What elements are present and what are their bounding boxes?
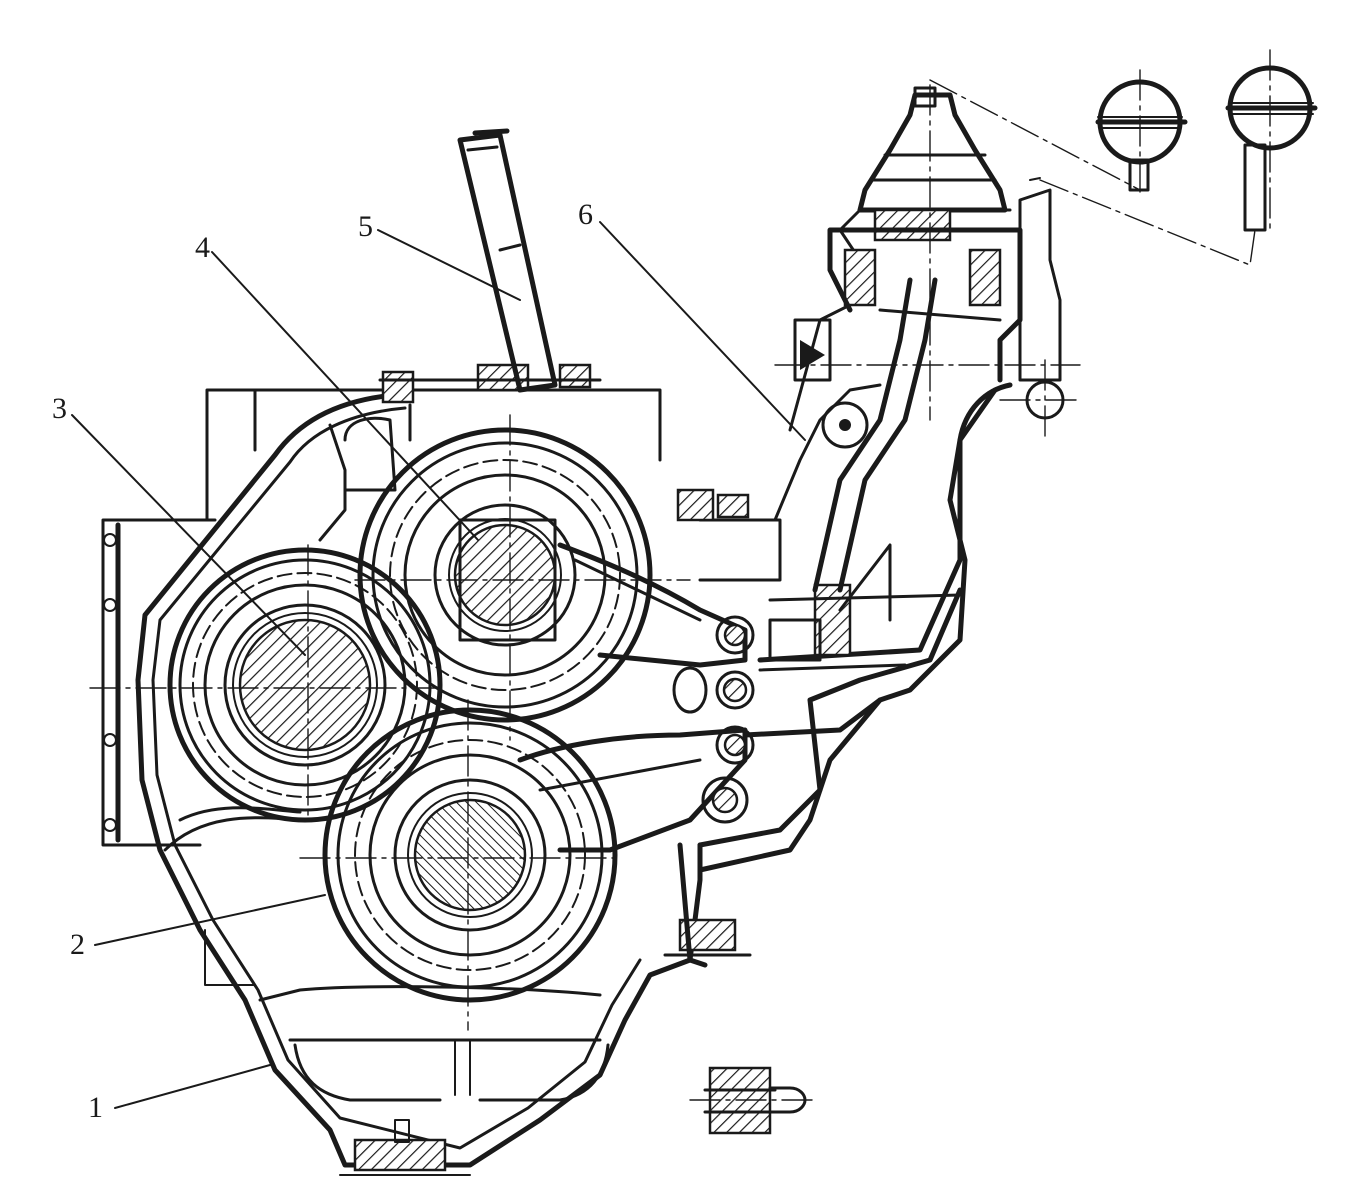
shift-selector-housing	[663, 188, 1081, 968]
interlock-pins	[672, 666, 755, 714]
callout-leaders	[71, 221, 806, 1109]
callout-3: 3	[52, 392, 67, 425]
selector-boot	[774, 84, 1081, 421]
leader-6	[599, 221, 806, 441]
gear-2-lower-shaft	[299, 699, 621, 1031]
shift-knob-details	[929, 49, 1318, 266]
gear-4-upper-shaft	[354, 414, 691, 741]
shift-lever	[457, 128, 558, 393]
callout-2: 2	[70, 928, 85, 961]
leader-3	[71, 414, 306, 656]
callout-5: 5	[358, 210, 373, 243]
callout-6: 6	[578, 198, 593, 231]
leader-4	[211, 251, 479, 541]
leader-2	[94, 894, 326, 946]
shift-fork-upper	[557, 542, 755, 668]
leader-5	[377, 229, 521, 301]
callout-4: 4	[195, 231, 210, 264]
gear-3-left-shaft	[89, 544, 443, 823]
detent-plug-detail	[689, 1066, 816, 1135]
gearbox-housing	[101, 363, 703, 1176]
shift-fork-lower	[517, 725, 755, 853]
callout-1: 1	[88, 1091, 103, 1124]
leader-1	[114, 1064, 271, 1109]
